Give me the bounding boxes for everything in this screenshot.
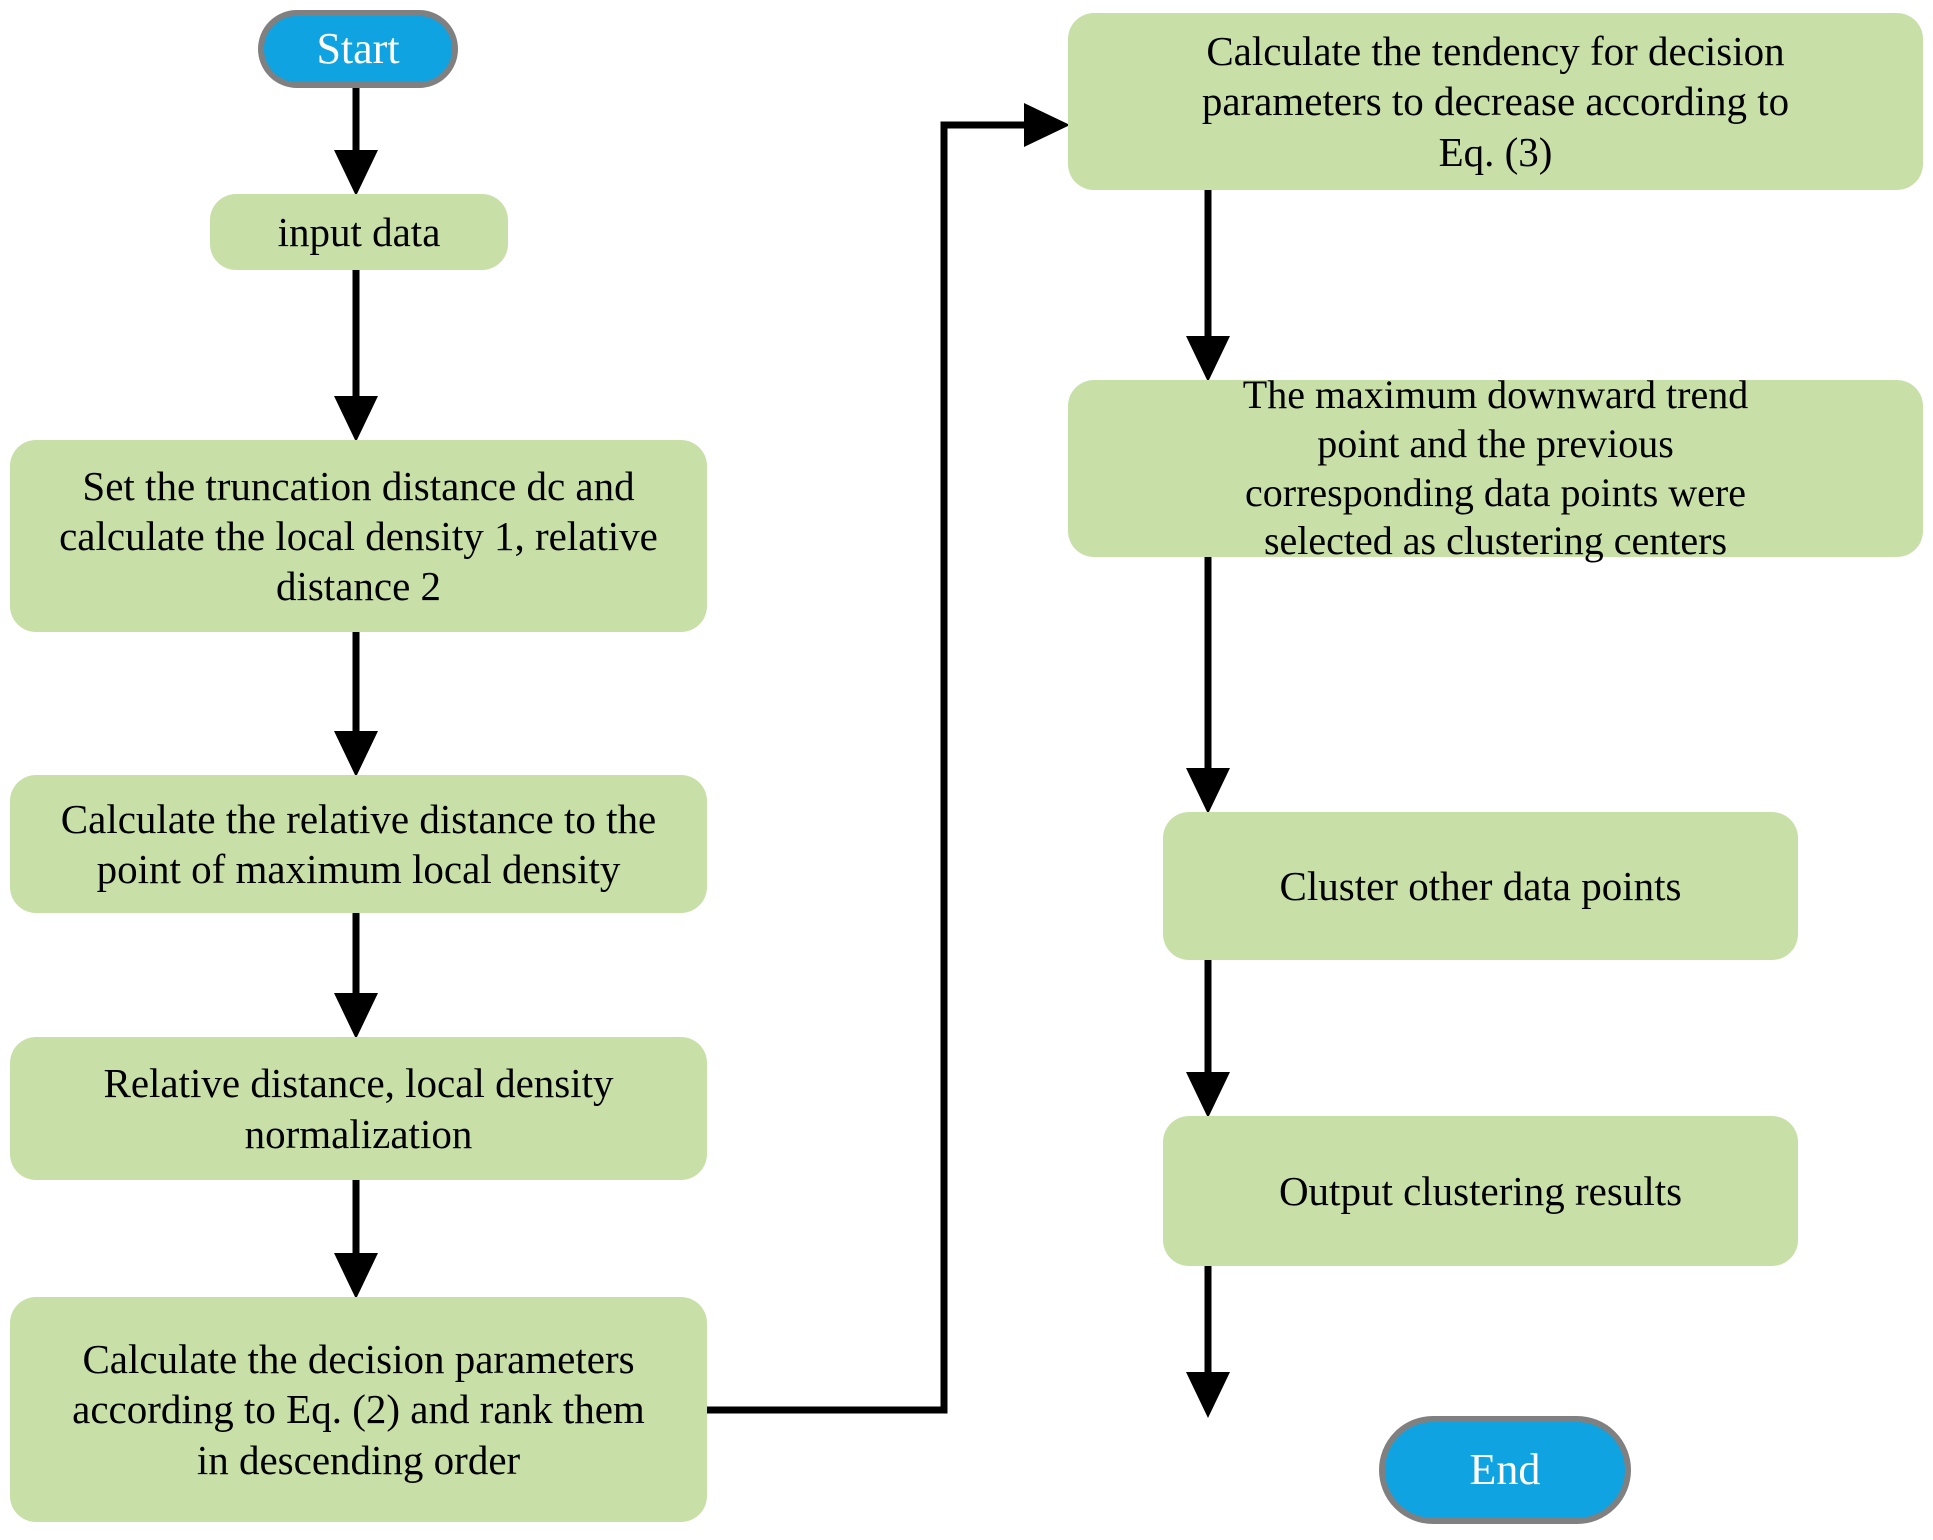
node-output-results-label: Output clustering results bbox=[1278, 1167, 1683, 1214]
node-normalization-label: Relative distance, local density normali… bbox=[103, 1060, 614, 1157]
node-calculate-tendency-label: Calculate the tendency for decision para… bbox=[1201, 28, 1790, 175]
node-max-downward-trend[interactable]: The maximum downward trend point and the… bbox=[1068, 372, 1923, 563]
edge-cluster-other-to-output bbox=[1186, 960, 1230, 1118]
edge-tendency-to-max-downward bbox=[1186, 190, 1230, 382]
node-start[interactable]: Start bbox=[258, 10, 458, 88]
node-cluster-other-points-label: Cluster other data points bbox=[1279, 862, 1682, 909]
edge-set-truncation-to-calculate-relative bbox=[334, 632, 378, 777]
node-calculate-tendency[interactable]: Calculate the tendency for decision para… bbox=[1068, 13, 1923, 190]
node-cluster-other-points[interactable]: Cluster other data points bbox=[1163, 812, 1798, 960]
node-start-label: Start bbox=[316, 24, 400, 74]
node-end[interactable]: End bbox=[1379, 1416, 1631, 1524]
node-input-data[interactable]: input data bbox=[210, 194, 508, 270]
node-output-results[interactable]: Output clustering results bbox=[1163, 1116, 1798, 1266]
node-max-downward-trend-label: The maximum downward trend point and the… bbox=[1242, 371, 1749, 564]
edge-max-downward-to-cluster-other bbox=[1186, 557, 1230, 814]
edge-decision-parameters-to-tendency bbox=[707, 103, 1070, 1414]
edge-output-to-end bbox=[1186, 1266, 1230, 1418]
edge-start-to-input-data bbox=[334, 88, 378, 196]
node-end-label: End bbox=[1469, 1445, 1541, 1495]
node-normalization[interactable]: Relative distance, local density normali… bbox=[10, 1037, 707, 1180]
node-set-truncation-distance-label: Set the truncation distance dc and calcu… bbox=[59, 462, 658, 609]
node-calculate-relative-distance-label: Calculate the relative distance to the p… bbox=[60, 795, 657, 892]
node-calculate-decision-parameters[interactable]: Calculate the decision parameters accord… bbox=[10, 1297, 707, 1522]
node-set-truncation-distance[interactable]: Set the truncation distance dc and calcu… bbox=[10, 440, 707, 632]
node-calculate-relative-distance[interactable]: Calculate the relative distance to the p… bbox=[10, 775, 707, 913]
edge-input-data-to-set-truncation bbox=[334, 270, 378, 442]
node-input-data-label: input data bbox=[277, 208, 441, 255]
edge-normalization-to-decision-parameters bbox=[334, 1180, 378, 1299]
node-calculate-decision-parameters-label: Calculate the decision parameters accord… bbox=[72, 1336, 645, 1483]
edge-calculate-relative-to-normalization bbox=[334, 913, 378, 1039]
